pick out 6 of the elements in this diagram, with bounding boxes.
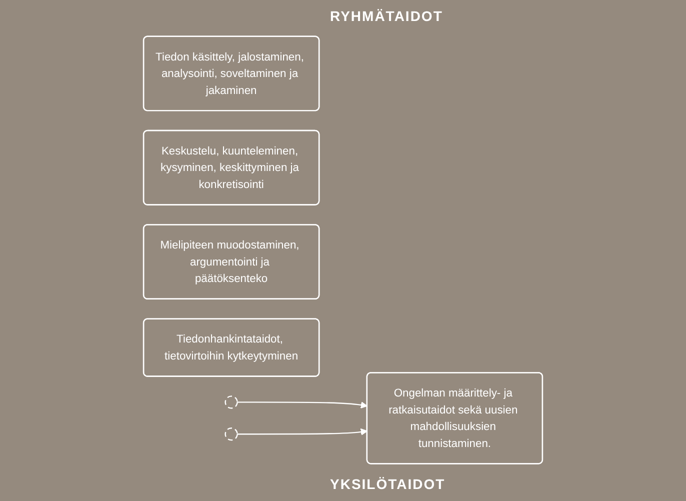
arrow <box>237 428 368 436</box>
node-circle <box>224 428 238 441</box>
node-circle <box>224 396 238 409</box>
group-heading: RYHMÄTAIDOT <box>330 8 443 24</box>
group-heading: YKSILÖTAIDOT <box>330 476 446 492</box>
arrow <box>237 402 368 408</box>
